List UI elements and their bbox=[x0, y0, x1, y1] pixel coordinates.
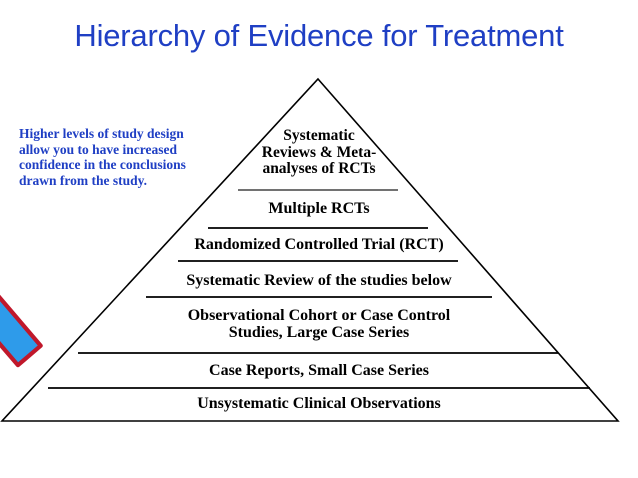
explanatory-caption: Higher levels of study design allow you … bbox=[19, 126, 186, 188]
pyramid-outline bbox=[0, 77, 620, 422]
pyramid-tier-label-7: Unsystematic Clinical Observations bbox=[197, 395, 441, 412]
page-title: Hierarchy of Evidence for Treatment bbox=[74, 18, 564, 53]
pyramid-tier-label-3: Randomized Controlled Trial (RCT) bbox=[194, 236, 444, 253]
pyramid-tier-label-5: Observational Cohort or Case Control Stu… bbox=[187, 307, 451, 342]
upward-quality-arrow bbox=[0, 192, 43, 368]
pyramid-tier-label-2: Multiple RCTs bbox=[268, 200, 370, 217]
pyramid-tier-label-6: Case Reports, Small Case Series bbox=[209, 362, 429, 379]
pyramid-tier-label-1: Systematic Reviews & Meta- analyses of R… bbox=[261, 127, 377, 178]
pyramid-tier-label-4: Systematic Review of the studies below bbox=[186, 272, 452, 289]
